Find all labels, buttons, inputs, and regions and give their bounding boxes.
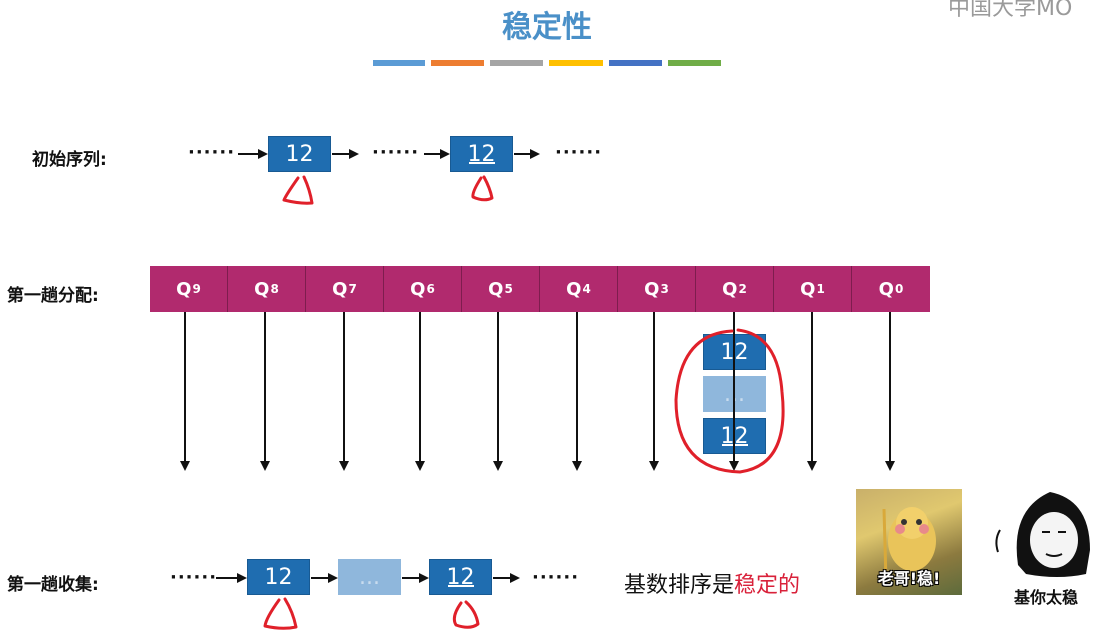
golden-figure-icon (882, 507, 936, 582)
ellipsis: ······ (555, 142, 603, 163)
red-pen-annotations (263, 175, 785, 630)
underline-mark (447, 585, 474, 587)
ellipsis: ······ (532, 567, 580, 588)
color-stripe-6 (668, 60, 721, 66)
element-box-12-underlined: 12 (450, 136, 513, 172)
conclusion-prefix: 基数排序是 (624, 573, 735, 598)
meme-face-icon (995, 492, 1090, 577)
first-collection-label: 第一趟收集: (7, 575, 99, 595)
red-triangle-mark (263, 597, 298, 630)
placeholder-dots: ... (359, 564, 380, 590)
red-triangle-mark (282, 175, 314, 205)
page-title: 稳定性 (502, 10, 592, 45)
conclusion-highlight: 稳定的 (734, 573, 801, 598)
meme-caption: 老哥!稳! (877, 569, 941, 588)
red-triangle-mark (471, 175, 494, 202)
meme-image-golden-figure: 老哥!稳! (856, 489, 962, 595)
element-value: 12 (285, 141, 314, 167)
initial-sequence-label: 初始序列: (32, 150, 107, 170)
ellipsis: ······ (170, 567, 218, 588)
meme-caption: 基你太稳 (1013, 588, 1078, 607)
ellipsis: ······ (372, 142, 420, 163)
collected-element-12: 12 (247, 559, 310, 595)
underline-mark (468, 162, 495, 164)
ellipsis: ······ (188, 142, 236, 163)
color-stripe-3 (490, 60, 543, 66)
color-stripe-2 (431, 60, 484, 66)
color-stripe-4 (549, 60, 603, 66)
color-stripe-1 (373, 60, 425, 66)
red-circle-mark (674, 328, 785, 474)
watermark: 中国大学MO (948, 0, 1073, 21)
element-box-12: 12 (268, 136, 331, 172)
element-value: 12 (264, 564, 293, 590)
color-stripe-5 (609, 60, 662, 66)
collected-placeholder: ... (338, 559, 401, 595)
collected-element-12-underlined: 12 (429, 559, 492, 595)
red-triangle-mark (452, 600, 480, 629)
first-distribution-label: 第一趟分配: (7, 286, 99, 306)
meme-image-face (988, 470, 1104, 586)
conclusion-text: 基数排序是稳定的 (624, 567, 800, 599)
